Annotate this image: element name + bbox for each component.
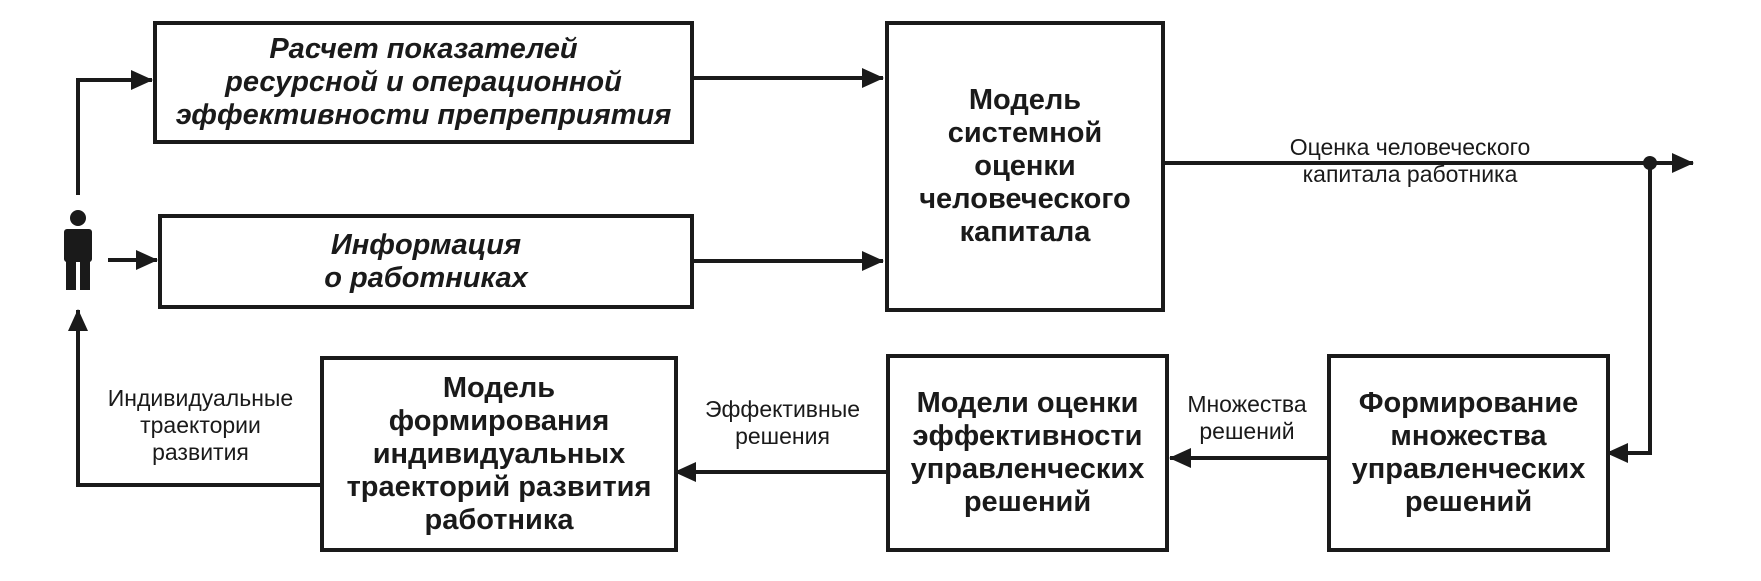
box-trajectory-model: Модель формирования индивидуальных траек… <box>320 356 678 552</box>
arrow-branch-to-forming <box>1606 163 1652 463</box>
label-decision-sets: Множества решений <box>1187 391 1307 444</box>
box-worker-information: Информация о работниках <box>158 214 694 309</box>
arrow-person-to-calc <box>76 70 153 195</box>
box-evaluation-models: Модели оценки эффективности управленческ… <box>886 354 1169 552</box>
arrow-trajectory-to-person <box>68 309 320 487</box>
label-capital-assessment: Оценка человеческого капитала работника <box>1289 134 1531 187</box>
junction-dot <box>1643 156 1657 170</box>
box-forming-decision-set: Формирование множества управленческих ре… <box>1327 354 1610 552</box>
person-icon <box>64 210 92 290</box>
box-system-model: Модель системной оценки человеческого ка… <box>885 21 1165 312</box>
label-individual-trajectories: Индивидуальные траектории развития <box>107 385 294 465</box>
label-effective-decisions: Эффективные решения <box>704 396 861 449</box>
box-indicator-calculation: Расчет показателей ресурсной и операцион… <box>153 21 694 144</box>
